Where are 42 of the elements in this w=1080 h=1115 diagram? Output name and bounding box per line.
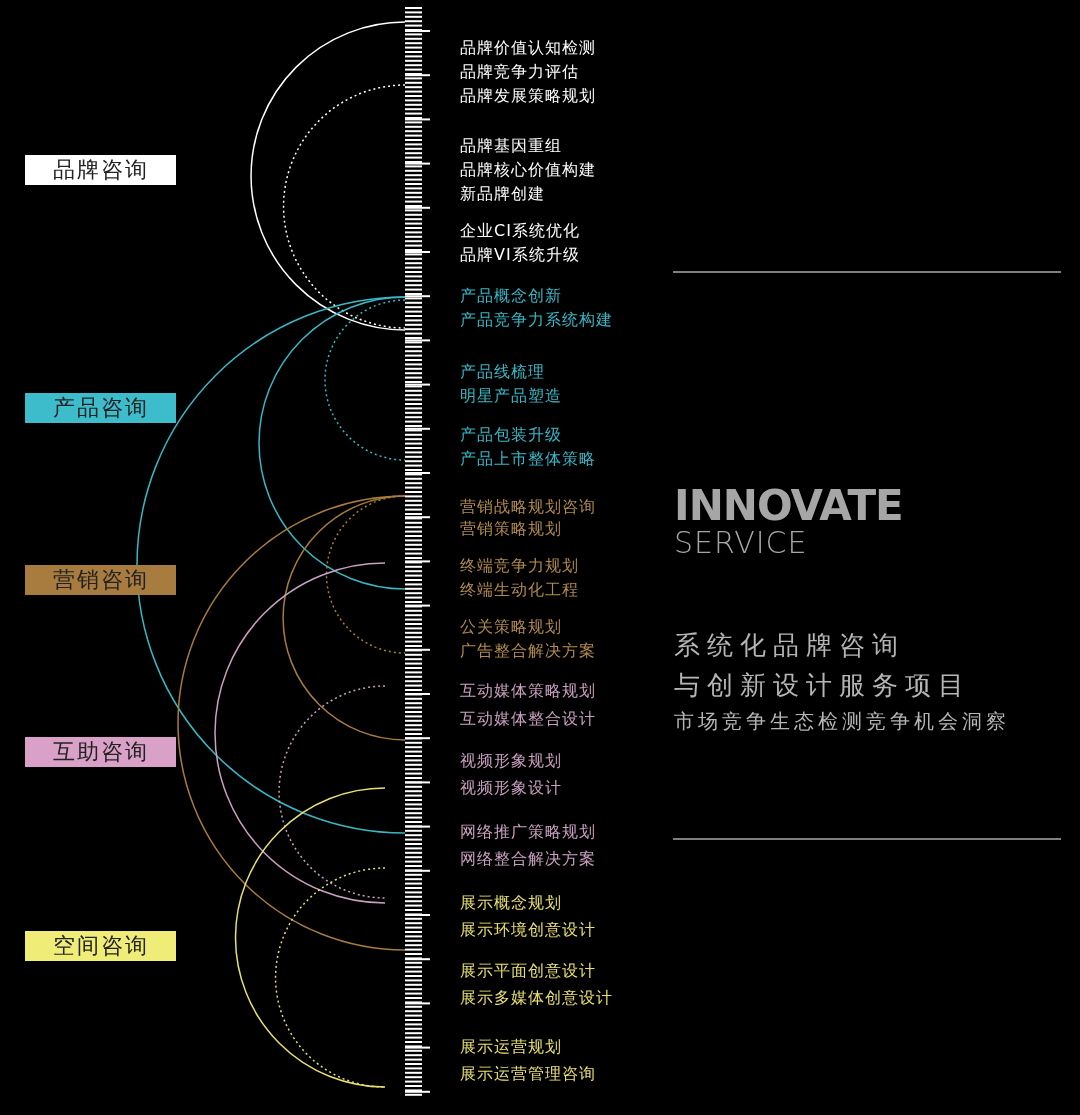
service-item: 视频形象设计 bbox=[460, 780, 562, 796]
service-item: 品牌基因重组 bbox=[460, 138, 562, 154]
service-item: 产品上市整体策略 bbox=[460, 451, 596, 467]
category-box: 空间咨询 bbox=[25, 931, 176, 961]
service-item: 广告整合解决方案 bbox=[460, 643, 596, 659]
service-item: 新品牌创建 bbox=[460, 186, 545, 202]
category-box: 互助咨询 bbox=[25, 737, 176, 767]
service-item: 产品竞争力系统构建 bbox=[460, 312, 613, 328]
category-box: 品牌咨询 bbox=[25, 155, 176, 185]
service-item: 产品包装升级 bbox=[460, 427, 562, 443]
category-box: 产品咨询 bbox=[25, 393, 176, 423]
tagline: 与创新设计服务项目 bbox=[674, 672, 971, 698]
service-item: 视频形象规划 bbox=[460, 753, 562, 769]
subheadline: SERVICE bbox=[674, 528, 808, 558]
service-item: 品牌价值认知检测 bbox=[460, 40, 596, 56]
headline: INNOVATE bbox=[674, 485, 903, 527]
service-item: 品牌发展策略规划 bbox=[460, 88, 596, 104]
service-item: 展示环境创意设计 bbox=[460, 922, 596, 938]
service-item: 企业CI系统优化 bbox=[460, 223, 580, 239]
service-item: 营销策略规划 bbox=[460, 521, 562, 537]
service-item: 公关策略规划 bbox=[460, 619, 562, 635]
service-item: 产品线梳理 bbox=[460, 364, 545, 380]
service-item: 品牌竞争力评估 bbox=[460, 64, 579, 80]
service-item: 展示概念规划 bbox=[460, 895, 562, 911]
service-item: 网络整合解决方案 bbox=[460, 851, 596, 867]
service-item: 展示平面创意设计 bbox=[460, 963, 596, 979]
service-item: 展示多媒体创意设计 bbox=[460, 990, 613, 1006]
service-item: 网络推广策略规划 bbox=[460, 824, 596, 840]
service-item: 终端竞争力规划 bbox=[460, 558, 579, 574]
service-item: 终端生动化工程 bbox=[460, 582, 579, 598]
category-box: 营销咨询 bbox=[25, 565, 176, 595]
service-item: 展示运营规划 bbox=[460, 1039, 562, 1055]
service-item: 营销战略规划咨询 bbox=[460, 499, 596, 515]
tagline: 市场竞争生态检测竞争机会洞察 bbox=[674, 711, 1010, 731]
service-item: 互动媒体策略规划 bbox=[460, 683, 596, 699]
service-item: 产品概念创新 bbox=[460, 288, 562, 304]
service-item: 品牌VI系统升级 bbox=[460, 247, 580, 263]
tagline: 系统化品牌咨询 bbox=[674, 632, 905, 658]
service-item: 互动媒体整合设计 bbox=[460, 711, 596, 727]
service-item: 展示运营管理咨询 bbox=[460, 1066, 596, 1082]
service-item: 品牌核心价值构建 bbox=[460, 162, 596, 178]
service-item: 明星产品塑造 bbox=[460, 388, 562, 404]
